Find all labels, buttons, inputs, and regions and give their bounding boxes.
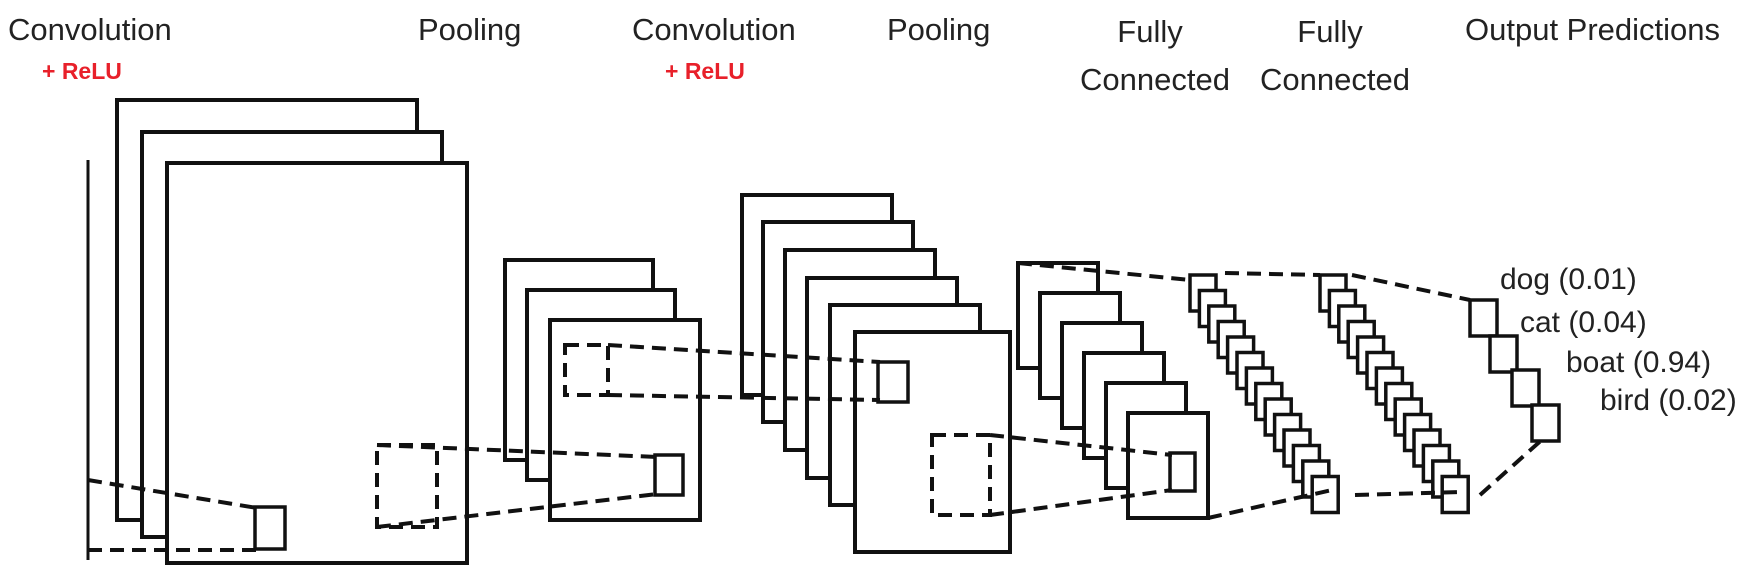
output-neuron-cat [1488, 334, 1519, 374]
conv1-feature-maps [115, 98, 469, 565]
fc2-line1: Fully [1297, 14, 1363, 49]
label-pooling-1: Pooling [418, 12, 522, 47]
label-fully-connected-1: Fully Connected [1080, 8, 1230, 104]
conv2-feature-maps [740, 193, 1012, 554]
proj-conv2-pool2-top [989, 433, 1173, 457]
proj-fc1-fc2-top [1224, 271, 1321, 277]
conv1-map-3 [165, 161, 469, 565]
pool1-conv-window [563, 343, 610, 397]
prediction-boat: boat (0.94) [1566, 346, 1712, 379]
fully-connected-1-neurons [1188, 273, 1340, 515]
proj-fc2-out-top [1351, 273, 1471, 302]
label-output-predictions: Output Predictions [1465, 12, 1721, 47]
proj-input-top [87, 478, 258, 510]
fc1-line1: Fully [1117, 14, 1183, 49]
label-fully-connected-2: Fully Connected [1260, 8, 1410, 104]
pool2-feature-maps [1016, 261, 1210, 520]
proj-conv1-pool1-top [376, 443, 658, 459]
proj-fc2-out-bottom [1478, 435, 1547, 497]
proj-fc1-fc2-bottom [1354, 490, 1461, 497]
conv1-receptive-box [253, 505, 287, 551]
prediction-bird: bird (0.02) [1600, 384, 1737, 417]
proj-conv1-pool1-bottom [376, 492, 658, 529]
proj-conv2-pool2-bottom [989, 488, 1173, 517]
label-relu-2: + ReLU [665, 58, 745, 84]
fc2-line2: Connected [1260, 62, 1410, 98]
label-pooling-2: Pooling [887, 12, 991, 47]
prediction-cat: cat (0.04) [1520, 306, 1647, 339]
pool2-target-box [1168, 451, 1197, 493]
fc2-neuron-14 [1440, 474, 1470, 515]
output-neuron-bird [1530, 403, 1561, 443]
fc1-line2: Connected [1080, 62, 1230, 98]
proj-pool2-fc1-top [1017, 261, 1191, 282]
output-neuron-boat [1510, 368, 1541, 408]
label-convolution-1: Convolution [8, 12, 172, 47]
prediction-dog: dog (0.01) [1500, 263, 1637, 296]
output-neurons [1468, 298, 1561, 443]
output-neuron-dog [1468, 298, 1499, 338]
conv2-receptive-box [876, 360, 910, 404]
pool1-target-box [653, 453, 685, 497]
pool1-feature-maps [503, 258, 702, 522]
proj-pool1-conv2-top [607, 343, 881, 364]
fully-connected-2-neurons [1318, 273, 1470, 515]
conv2-pool-window [930, 433, 992, 517]
label-convolution-2: Convolution [632, 12, 796, 47]
label-relu-1: + ReLU [42, 58, 122, 84]
proj-pool1-conv2-bottom [607, 393, 881, 402]
